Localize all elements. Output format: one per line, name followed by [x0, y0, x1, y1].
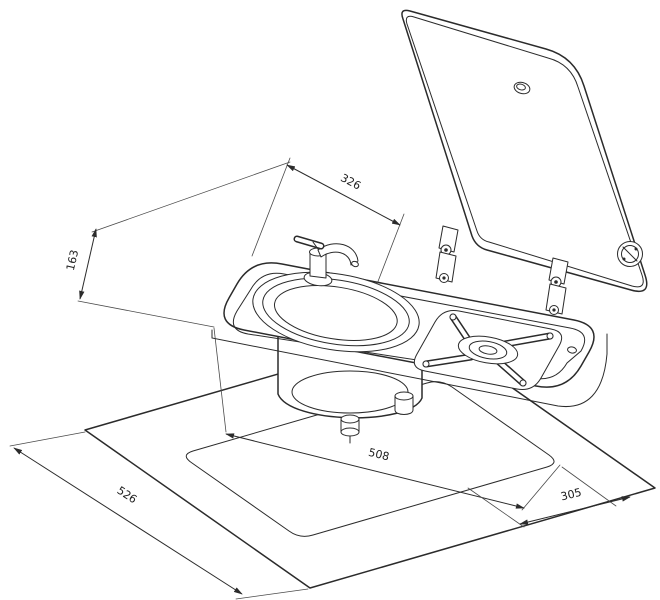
faucet-lever: [293, 235, 325, 250]
dimension-label-526: 526: [115, 484, 140, 506]
lid-hole: [513, 81, 531, 95]
burner-rings: [457, 335, 519, 365]
lid-latch-knob: [617, 241, 643, 267]
dimension-305: 305: [467, 466, 631, 528]
unit-skirt-edge: [211, 329, 608, 408]
dimension-163: 163: [64, 161, 291, 328]
igniter: [567, 346, 577, 354]
sink-basin: [252, 271, 420, 353]
dimension-label-326: 326: [338, 171, 363, 192]
drain-fitting: [340, 414, 360, 444]
faucet: [293, 235, 359, 287]
dimension-label-508: 508: [367, 446, 391, 464]
gas-burner: [413, 310, 577, 390]
sink-hob-unit: [211, 235, 608, 408]
hinge-upper: [435, 225, 459, 283]
glass-lid: [401, 9, 648, 293]
dimension-label-163: 163: [64, 249, 81, 272]
gas-valve: [394, 391, 414, 415]
pan-support: [422, 313, 554, 387]
dimension-label-305: 305: [559, 486, 583, 504]
